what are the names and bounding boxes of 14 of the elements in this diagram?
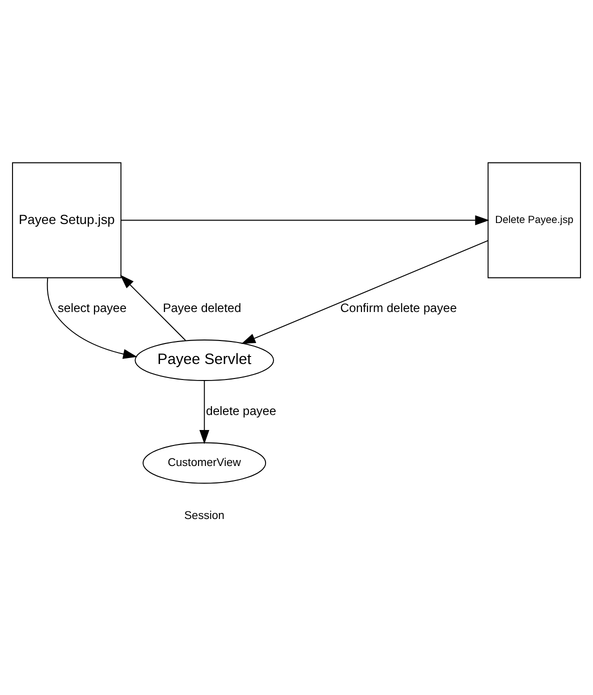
edge-label: Payee deleted (162, 300, 242, 315)
edge-label: Confirm delete payee (340, 300, 457, 315)
arrow (241, 240, 489, 344)
arrow (120, 214, 490, 225)
node-ellipse: Payee Servlet (134, 339, 274, 380)
edge-label: select payee (58, 300, 127, 315)
node-label: Session (184, 510, 224, 522)
arrow (199, 380, 210, 444)
arrow (120, 274, 186, 340)
node-box: Delete Payee.jsp (488, 162, 581, 278)
arrow (46, 276, 138, 358)
node-ellipse: CustomerView (142, 442, 266, 484)
node-box: Payee Setup.jsp (12, 162, 122, 278)
edge-label: delete payee (206, 403, 276, 418)
